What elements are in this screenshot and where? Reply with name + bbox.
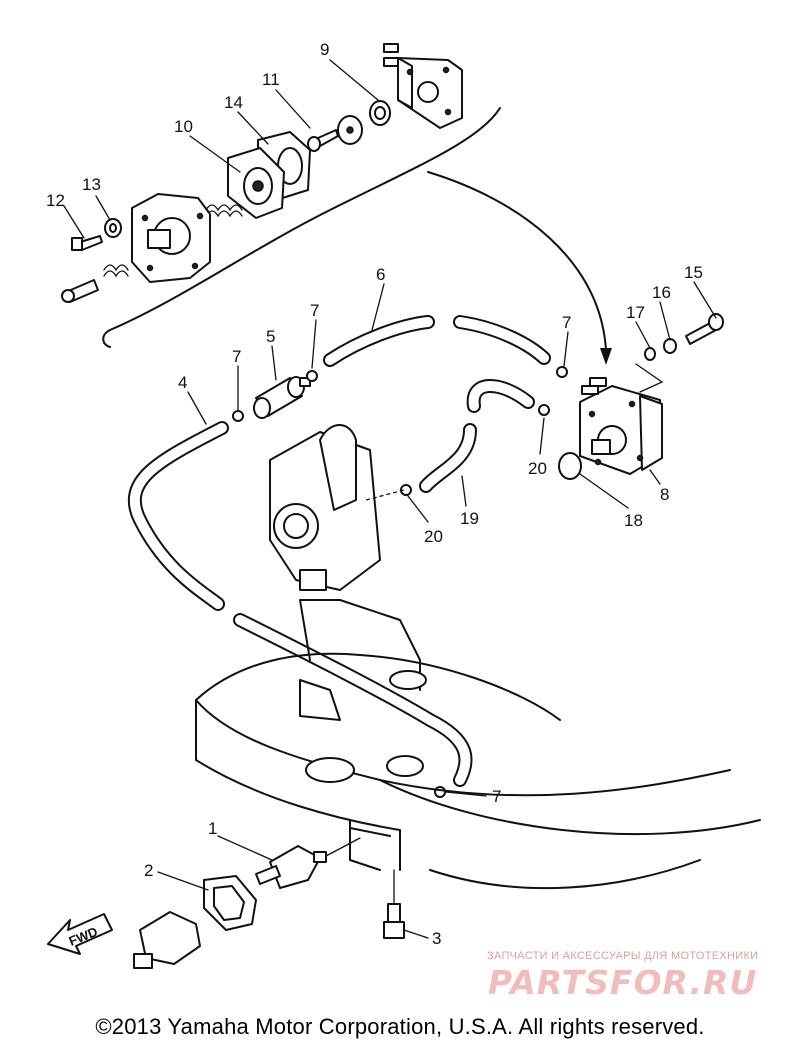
o-ring-part-18 (558, 452, 582, 480)
callout-12: 12 (46, 191, 65, 210)
callout-11: 11 (262, 70, 280, 89)
watermark-tagline: ЗАПЧАСТИ И АКСЕССУАРЫ ДЛЯ МОТОТЕХНИКИ (487, 950, 759, 962)
leader-lines (63, 59, 717, 939)
callout-13: 13 (82, 175, 101, 194)
callout-5: 5 (266, 327, 275, 346)
callout-2: 2 (144, 861, 153, 880)
pump-cover-part (383, 43, 463, 129)
grommet-part-2 (203, 875, 257, 931)
callout-15: 15 (684, 263, 703, 282)
callout-14: 14 (224, 93, 243, 112)
callout-7-upper: 7 (310, 301, 319, 320)
circlip-part (369, 100, 391, 126)
inset-boundary (102, 107, 501, 348)
pump-mount-guide (635, 363, 664, 393)
callout-16: 16 (652, 283, 671, 302)
hose-clip-part-20 (400, 404, 550, 496)
bolt-part-3 (383, 869, 405, 939)
callout-18: 18 (624, 511, 643, 530)
diaphragm-part-10 (227, 147, 285, 219)
screw-part-11 (307, 129, 339, 152)
spring-part (205, 204, 243, 218)
carburetor-part (269, 424, 381, 591)
callout-7-lower: 7 (492, 787, 501, 806)
inset-arrowhead (600, 348, 612, 365)
callout-17: 17 (626, 303, 645, 322)
callout-20-left: 20 (424, 527, 443, 546)
plunger-spring-part (61, 264, 129, 303)
fuel-pump-part-8 (579, 377, 663, 475)
callout-6: 6 (376, 265, 385, 284)
fuel-filter-part-5 (253, 376, 311, 419)
callout-10: 10 (174, 117, 193, 136)
check-valve-part (337, 115, 363, 145)
watermark-brand: PARTSFOR.RU (488, 963, 758, 1002)
callout-9: 9 (320, 40, 329, 59)
callout-1: 1 (208, 819, 217, 838)
hose-part-19 (419, 379, 535, 493)
callout-4: 4 (178, 373, 187, 392)
callout-19: 19 (460, 509, 479, 528)
hose-part-6 (323, 315, 551, 367)
washer-part-17 (644, 347, 656, 361)
bolt-part-12 (71, 235, 103, 251)
inset-arrow (427, 171, 607, 351)
callout-7-right: 7 (562, 313, 571, 332)
callout-7-left: 7 (232, 347, 241, 366)
fuel-joint-part-1 (255, 837, 361, 889)
copyright-notice: ©2013 Yamaha Motor Corporation, U.S.A. A… (95, 1014, 705, 1039)
pump-body-part (131, 193, 211, 283)
fuel-connector-part (133, 911, 201, 969)
fwd-arrow: FWD (47, 913, 113, 955)
callout-20-right: 20 (528, 459, 547, 478)
hose-clip-part-7 (232, 366, 568, 798)
washer-part-13 (104, 218, 122, 238)
lower-cowling (195, 599, 761, 890)
bolt-part-15 (685, 313, 724, 345)
washer-part-16 (663, 338, 677, 354)
hose-part-4 (127, 421, 473, 787)
callout-labels: 9 11 14 10 13 12 6 7 5 7 4 7 15 16 17 20… (46, 40, 703, 948)
callout-8: 8 (660, 485, 669, 504)
callout-3: 3 (432, 929, 441, 948)
